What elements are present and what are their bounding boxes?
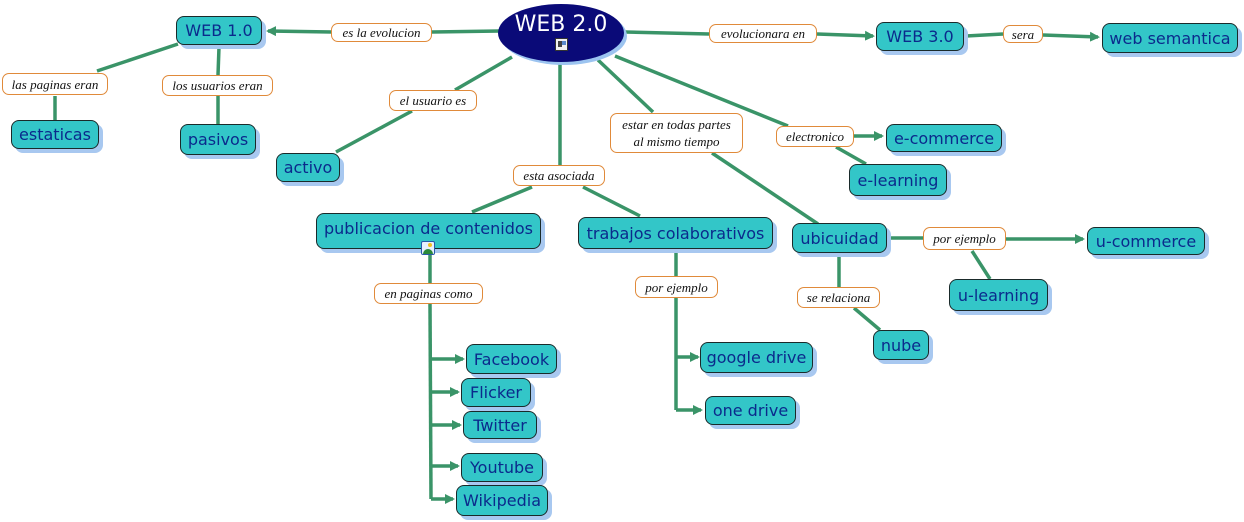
link-por-ejemplo-trabajos[interactable]: por ejemplo — [635, 276, 718, 298]
edge-web3-sera — [965, 32, 1004, 38]
node-u-commerce[interactable]: u-commerce — [1087, 227, 1205, 255]
node-estaticas[interactable]: estaticas — [11, 120, 99, 149]
node-flicker[interactable]: Flicker — [461, 378, 531, 407]
node-e-commerce[interactable]: e-commerce — [886, 124, 1002, 152]
node-twitter[interactable]: Twitter — [463, 411, 537, 439]
edge-relaciona-nube — [852, 306, 882, 332]
link-electronico[interactable]: electronico — [776, 126, 854, 147]
link-los-usuarios-eran[interactable]: los usuarios eran — [162, 75, 273, 96]
link-las-paginas-eran[interactable]: las paginas eran — [2, 73, 108, 95]
link-estar-en-todas-partes[interactable]: estar en todas partes al mismo tiempo — [610, 113, 743, 153]
node-one-drive[interactable]: one drive — [705, 396, 796, 425]
node-pasivos[interactable]: pasivos — [180, 124, 256, 155]
root-node-web2[interactable]: WEB 2.0 — [498, 4, 624, 62]
node-web3[interactable]: WEB 3.0 — [876, 22, 964, 51]
edge-root-evolucionara — [624, 30, 710, 36]
image-icon[interactable] — [421, 241, 435, 255]
node-google-drive[interactable]: google drive — [700, 342, 813, 373]
node-u-learning[interactable]: u-learning — [949, 279, 1048, 311]
link-evolucionara-en[interactable]: evolucionara en — [709, 24, 817, 43]
node-web1[interactable]: WEB 1.0 — [176, 16, 262, 45]
edge-paginas-trunk — [428, 303, 433, 500]
link-sera[interactable]: sera — [1003, 25, 1043, 43]
edge-root-electronico — [614, 54, 789, 128]
node-nube[interactable]: nube — [873, 330, 929, 360]
edge-asociada-trabajos — [582, 185, 641, 218]
edge-root-estar — [596, 58, 655, 114]
link-es-la-evolucion[interactable]: es la evolucion — [331, 23, 432, 42]
link-se-relaciona[interactable]: se relaciona — [797, 287, 880, 308]
edge-estar-ubicuidad — [711, 151, 819, 226]
edge-ejemplo-ulearning — [970, 250, 992, 280]
link-en-paginas-como[interactable]: en paginas como — [374, 283, 483, 304]
node-wikipedia[interactable]: Wikipedia — [456, 485, 548, 516]
node-web-semantica[interactable]: web semantica — [1102, 23, 1238, 53]
edge-electronico-elearning — [835, 145, 867, 166]
edge-web1-paginas — [96, 42, 179, 73]
edge-root-evolucion — [431, 29, 501, 34]
node-trabajos-colaborativos[interactable]: trabajos colaborativos — [578, 217, 773, 249]
edge-usuario-activo — [335, 109, 413, 154]
node-activo[interactable]: activo — [276, 153, 340, 182]
edge-sera-semantica — [1042, 31, 1100, 42]
edge-asociada-publicacion — [471, 185, 533, 214]
edge-evolucionara-web3 — [816, 30, 875, 41]
node-youtube[interactable]: Youtube — [461, 453, 543, 482]
node-facebook[interactable]: Facebook — [466, 344, 557, 374]
edge-root-usuario — [454, 55, 513, 92]
link-esta-asociada[interactable]: esta asociada — [513, 165, 605, 186]
edge-evolucion-web1 — [266, 26, 333, 37]
root-label: WEB 2.0 — [514, 12, 608, 37]
edge-web1-usuarios — [216, 46, 221, 76]
link-el-usuario-es[interactable]: el usuario es — [389, 90, 477, 111]
link-por-ejemplo-ubicuidad[interactable]: por ejemplo — [923, 227, 1006, 250]
document-icon[interactable] — [554, 38, 568, 51]
node-e-learning[interactable]: e-learning — [849, 164, 947, 196]
node-ubicuidad[interactable]: ubicuidad — [792, 223, 887, 253]
